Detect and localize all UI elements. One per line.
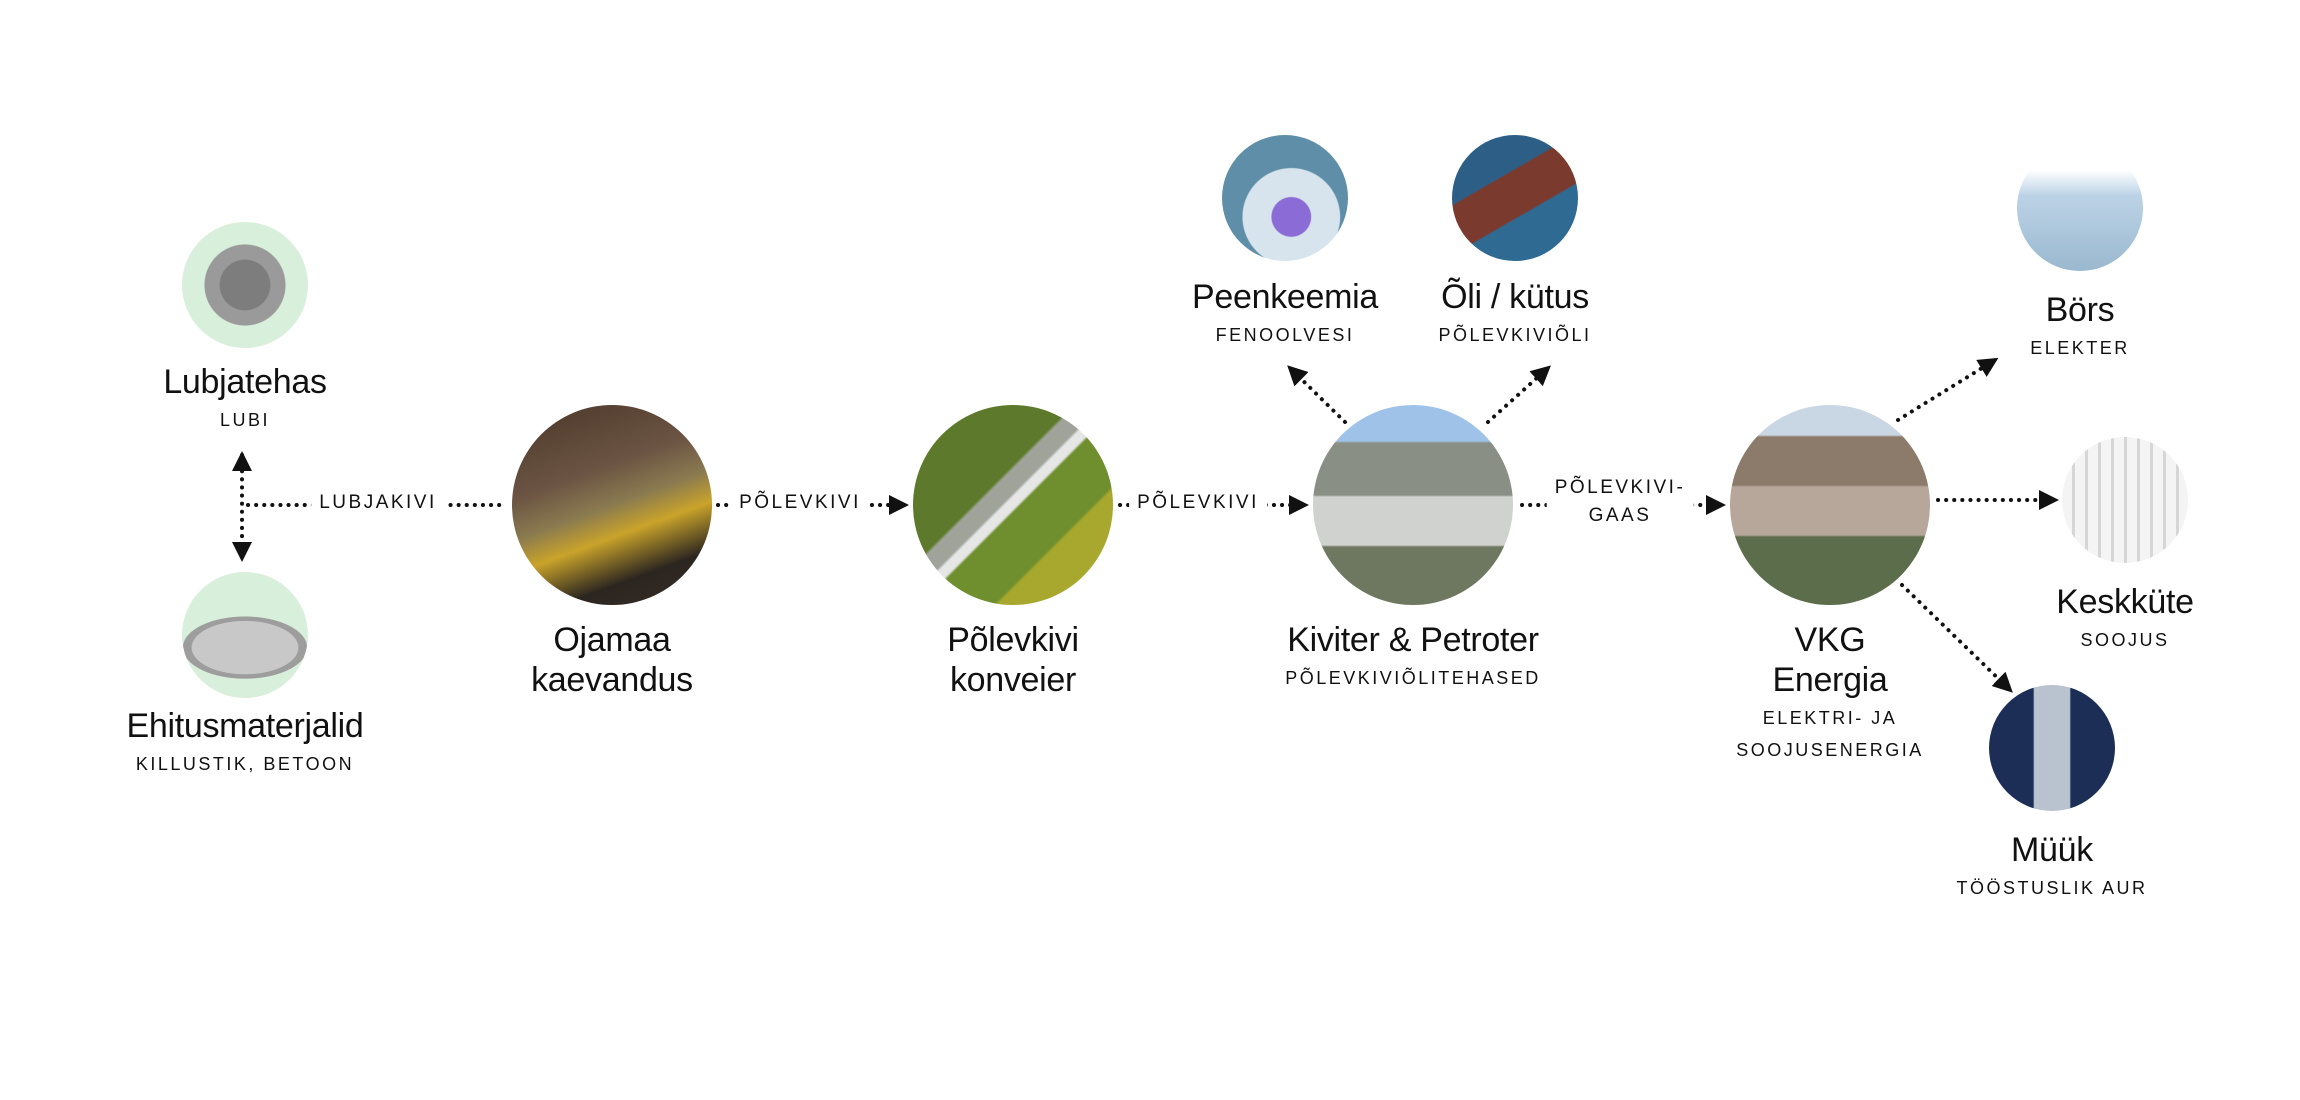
node-subtitle: TÖÖSTUSLIK AUR [1956, 878, 2148, 898]
node-subtitle: KILLUSTIK, BETOON [135, 754, 355, 774]
power-plant-image [1730, 405, 1930, 605]
node-subtitle: PÕLEVKIVIÕLITEHASED [1285, 668, 1541, 688]
edge-label-text: PÕLEVKIVI [1137, 492, 1259, 513]
crushed-stone-image [182, 572, 308, 698]
edge-label-polevkivigaas: PÕLEVKIVI- GAAS [1546, 474, 1694, 530]
node-title: Keskküte [2056, 583, 2194, 621]
radiator-image [2062, 437, 2188, 563]
edge-label-text: GAAS [1588, 505, 1652, 526]
node-subtitle: ELEKTRI- JA [1762, 708, 1898, 728]
node-subtitle: LUBI [219, 410, 271, 430]
node-title: Ojamaa [553, 621, 671, 659]
node-subtitle: ELEKTER [2030, 338, 2130, 358]
edge-label-text: LUBJAKIVI [319, 492, 437, 513]
arrow-vkg-bors [1896, 357, 1999, 422]
edge-label-polevkivi-1: PÕLEVKIVI [731, 486, 869, 520]
edge-label-lubjakivi: LUBJAKIVI [311, 486, 445, 520]
tanker-ship-image [1452, 135, 1578, 261]
node-title: kaevandus [531, 661, 693, 699]
node-title: VKG [1794, 621, 1866, 659]
steam-tower-image [1989, 685, 2115, 811]
node-subtitle: SOOJUS [2080, 630, 2170, 650]
node-title: Ehitusmaterjalid [126, 707, 364, 745]
chemistry-flask-image [1222, 135, 1348, 261]
conveyor-forest-image [913, 405, 1113, 605]
node-title: Müük [2011, 831, 2093, 869]
oil-plant-image [1313, 405, 1513, 605]
node-title: Põlevkivi [947, 621, 1079, 659]
arrow-vkg-muuk [1900, 583, 2013, 693]
limestone-rocks-image [182, 222, 308, 348]
node-subtitle: FENOOLVESI [1215, 325, 1355, 345]
node-title: Lubjatehas [163, 363, 327, 401]
node-title: Energia [1772, 661, 1888, 699]
node-subtitle: SOOJUSENERGIA [1736, 740, 1924, 760]
edge-label-text: PÕLEVKIVI [739, 492, 861, 513]
node-title: konveier [949, 661, 1077, 699]
edge-label-polevkivi-2: PÕLEVKIVI [1129, 486, 1267, 520]
node-subtitle: PÕLEVKIVIÕLI [1438, 325, 1592, 345]
edge-label-text: PÕLEVKIVI- [1554, 477, 1686, 498]
node-title: Õli / kütus [1441, 278, 1589, 316]
arrow-kiviter-peenkeemia [1287, 365, 1347, 424]
node-title: Peenkeemia [1191, 278, 1378, 316]
power-lines-image [2017, 145, 2143, 271]
node-title: Börs [2045, 291, 2115, 329]
mine-loader-image [512, 405, 712, 605]
arrow-kiviter-oli [1486, 365, 1551, 424]
node-title: Kiviter & Petroter [1287, 621, 1539, 659]
